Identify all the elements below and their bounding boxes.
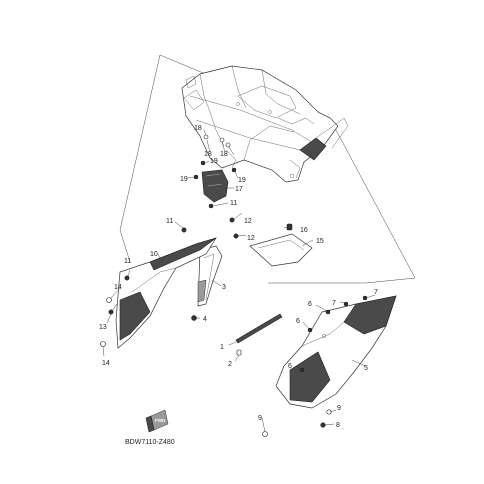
callout-6a[interactable]: 6 — [308, 301, 312, 308]
callout-6b[interactable]: 6 — [296, 318, 300, 325]
callout-15[interactable]: 15 — [316, 238, 324, 245]
callout-8[interactable]: 8 — [336, 422, 340, 429]
callout-11c[interactable]: 11 — [124, 258, 131, 265]
left-side-cover-part-10 — [115, 237, 217, 349]
frame-assembly — [181, 65, 349, 183]
callout-7a[interactable]: 7 — [332, 300, 336, 307]
callout-18c[interactable]: 18 — [220, 151, 228, 158]
callout-12a[interactable]: 12 — [244, 218, 252, 225]
right-side-cover-part-5 — [275, 295, 397, 409]
rod-part-1 — [235, 313, 283, 344]
callout-14b[interactable]: 14 — [102, 360, 110, 367]
front-direction-mark: FWD — [145, 409, 169, 433]
fasteners — [100, 134, 368, 437]
callout-14a[interactable]: 14 — [114, 284, 122, 291]
callout-17[interactable]: 17 — [235, 186, 243, 193]
callout-numbers: 18 18 18 19 19 19 17 11 11 11 12 12 16 1… — [99, 125, 378, 429]
callout-10[interactable]: 10 — [150, 251, 158, 258]
front-mark-label: FWD — [155, 418, 166, 423]
callout-3[interactable]: 3 — [222, 284, 226, 291]
callout-13[interactable]: 13 — [99, 324, 107, 331]
callout-5[interactable]: 5 — [364, 365, 368, 372]
callout-4[interactable]: 4 — [203, 316, 207, 323]
callout-12b[interactable]: 12 — [247, 235, 255, 242]
callout-19c[interactable]: 19 — [238, 177, 246, 184]
plate-part-15 — [249, 233, 313, 267]
callout-7b[interactable]: 7 — [374, 289, 378, 296]
callout-16[interactable]: 16 — [300, 227, 308, 234]
panel-part-3 — [197, 245, 223, 307]
callout-6c[interactable]: 6 — [288, 363, 292, 370]
diagram-code: BDW7110-Z480 — [125, 439, 175, 446]
duct-part-17 — [201, 169, 229, 203]
callout-19b[interactable]: 19 — [180, 176, 188, 183]
callout-19a[interactable]: 19 — [210, 158, 218, 165]
callout-9a[interactable]: 9 — [258, 415, 262, 422]
callout-9b[interactable]: 9 — [337, 405, 341, 412]
callout-11a[interactable]: 11 — [230, 200, 237, 207]
callout-1[interactable]: 1 — [220, 344, 224, 351]
callout-11b[interactable]: 11 — [166, 218, 173, 225]
callout-18b[interactable]: 18 — [204, 151, 212, 158]
callout-18a[interactable]: 18 — [194, 125, 202, 132]
leader-lines — [102, 129, 376, 433]
callout-2[interactable]: 2 — [228, 361, 232, 368]
